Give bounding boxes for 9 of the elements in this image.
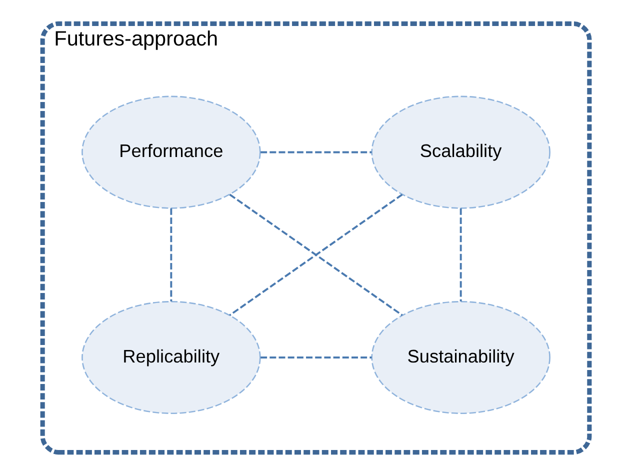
node-ellipse: Sustainability [371, 301, 550, 414]
node-ellipse: Scalability [371, 96, 550, 209]
connector [229, 194, 403, 316]
connector [170, 208, 172, 302]
connector [260, 151, 372, 154]
node-ellipse: Replicability [82, 301, 261, 414]
connector [460, 208, 462, 302]
connector [260, 356, 372, 358]
node-ellipse: Performance [82, 96, 261, 209]
